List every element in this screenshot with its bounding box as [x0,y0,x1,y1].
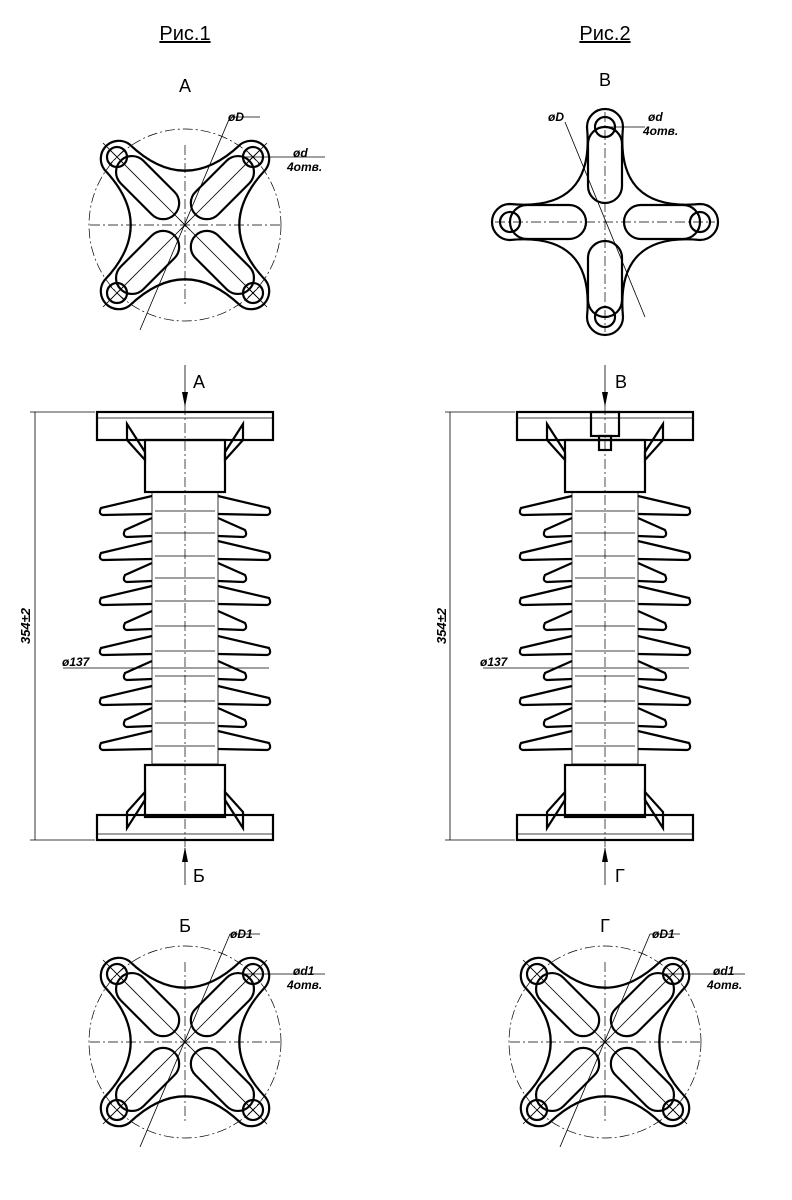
rib [622,203,702,241]
shed [98,684,272,707]
figure-2-title: Рис.2 [579,23,630,45]
hole-cross [529,1102,545,1118]
view-arrow-head [602,847,608,862]
top-hole-diameter-label: ød [648,110,663,124]
arrow-g-label: Г [615,866,625,886]
arrow-a-label: А [193,372,205,392]
height-dimension-label: 354±2 [18,607,33,644]
shed [518,584,692,607]
bottom-rib [545,789,567,832]
flange-outline [519,956,691,1128]
diameter-leader [559,933,651,1148]
view-arrow-head [602,392,608,407]
view-a-label: А [179,76,191,96]
diameter-dimension-label: ø137 [62,655,91,669]
arrow-v-label: В [615,372,627,392]
hole-cross [109,285,125,301]
shed [542,516,668,539]
mounting-hole [105,962,129,986]
bolt-circle [88,945,282,1139]
hole-cross [665,1102,681,1118]
mounting-hole [688,210,712,234]
figure-1: Рис.1 А А Б Б øD ød 4отв. øD1 ød1 4отв. … [18,23,325,1148]
shed [98,729,272,752]
hole-cross [109,149,125,165]
mounting-hole [105,1098,129,1122]
height-dimension-label: 354±2 [434,607,449,644]
arrow-b-label: Б [193,866,205,886]
top-rib [643,420,665,463]
bolt-circle [508,945,702,1139]
bottom-rib [125,789,147,832]
diameter-leader [564,121,646,318]
top-hole-diameter-label: ød [293,146,308,160]
shed [122,706,248,729]
bottom-holes-count-label: 4отв. [706,978,742,992]
diameter-leader [139,116,231,331]
bottom-flange [515,813,695,842]
mounting-hole [661,1098,685,1122]
shed [518,684,692,707]
mounting-hole [525,962,549,986]
shed [122,561,248,584]
hole-cross [245,1102,261,1118]
figure-2: Рис.2 В В Г Г øD ød 4отв. øD1 ød1 4отв. … [434,23,745,1148]
hole-cross [245,285,261,301]
view-v-label: В [599,70,611,90]
bottom-flange [95,813,275,842]
bottom-rib [643,789,665,832]
shed [518,634,692,657]
shed [122,516,248,539]
hole-cross [109,1102,125,1118]
top-outer-diameter-label: øD [548,110,564,124]
shed [122,659,248,682]
shed [542,659,668,682]
mounting-hole [105,281,129,305]
shed [98,634,272,657]
mounting-hole [241,281,265,305]
bottom-hole-diameter-label: ød1 [713,964,735,978]
shed [542,609,668,632]
view-arrow-head [182,847,188,862]
mounting-hole [525,1098,549,1122]
shed [122,609,248,632]
top-rib [545,420,567,463]
flange-outline [99,956,271,1128]
hole-cross [529,966,545,982]
hole-cross [109,966,125,982]
view-g-label: Г [600,916,610,936]
flange-outline [99,139,271,311]
shed [542,706,668,729]
flange-outline [490,107,720,337]
bottom-rib [223,789,245,832]
figure-1-title: Рис.1 [159,23,210,45]
mounting-hole [105,145,129,169]
center-pin [597,434,613,452]
mounting-hole [498,210,522,234]
shed [518,539,692,562]
view-arrow-head [182,392,188,407]
bottom-hole-diameter-label: ød1 [293,964,315,978]
top-holes-count-label: 4отв. [286,160,322,174]
shed [542,561,668,584]
rib [508,203,588,241]
shed [518,494,692,517]
top-holes-count-label: 4отв. [642,124,678,138]
top-rib [125,420,147,463]
shed [98,584,272,607]
shed [98,539,272,562]
bolt-circle [88,128,282,322]
mounting-hole [241,1098,265,1122]
rib [586,239,624,319]
diameter-leader [139,933,231,1148]
shed [98,494,272,517]
mounting-hole [593,305,617,329]
top-rib [223,420,245,463]
view-b-label: Б [179,916,191,936]
shed [518,729,692,752]
diameter-dimension-label: ø137 [480,655,509,669]
bottom-holes-count-label: 4отв. [286,978,322,992]
